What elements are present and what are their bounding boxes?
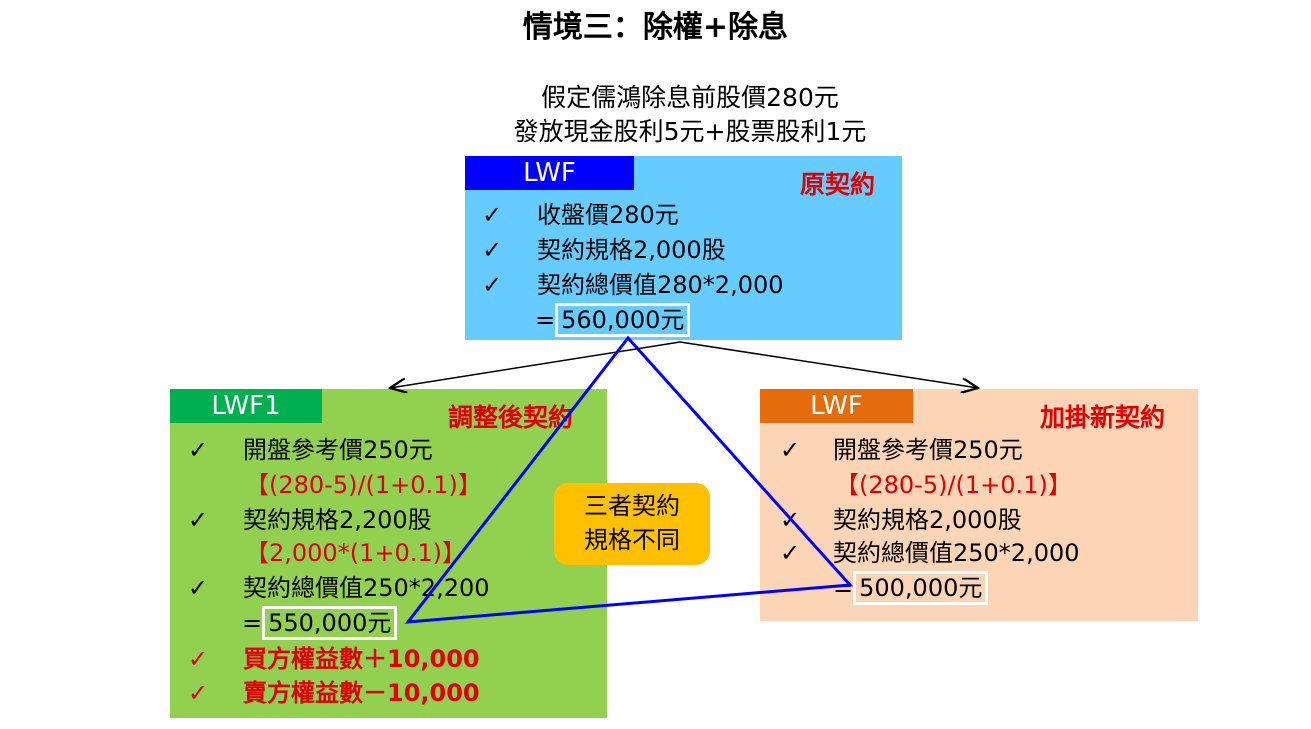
new-item: 契約規格2,000股: [833, 506, 1022, 534]
adjusted-contract-box: LWF1 調整後契約 ✓ 開盤參考價250元 【(280-5)/(1+0.1)】…: [170, 389, 607, 718]
check-icon: ✓: [482, 271, 503, 299]
buyer-equity: 買方權益數＋10,000: [243, 645, 480, 673]
check-icon: ✓: [780, 539, 801, 567]
arrow-to-adjusted: [390, 341, 681, 388]
new-tag: 加掛新契約: [1040, 403, 1166, 432]
assumption-line-1: 假定儒鴻除息前股價280元: [541, 83, 839, 112]
new-item: 契約總價值250*2,000: [833, 539, 1080, 567]
check-icon: ✓: [482, 236, 503, 264]
callout-line: 規格不同: [584, 526, 680, 554]
original-tag: 原契約: [800, 170, 876, 199]
original-item: 契約總價值280*2,000: [537, 271, 784, 299]
original-header: LWF: [465, 156, 634, 190]
original-item: 契約規格2,000股: [537, 236, 726, 264]
original-total: 560,000元: [555, 303, 691, 337]
equals: =: [535, 306, 556, 334]
new-header: LWF: [760, 389, 913, 423]
callout-line: 三者契約: [584, 492, 680, 520]
adjusted-item: 契約規格2,200股: [243, 506, 432, 534]
adjusted-item: 開盤參考價250元: [243, 436, 433, 464]
check-icon: ✓: [188, 645, 209, 673]
check-icon: ✓: [780, 506, 801, 534]
adjusted-tag: 調整後契約: [448, 403, 574, 432]
check-icon: ✓: [188, 679, 209, 707]
seller-equity: 賣方權益數－10,000: [243, 679, 480, 707]
equals: =: [242, 609, 263, 637]
new-formula: 【(280-5)/(1+0.1)】: [835, 471, 1072, 499]
adjusted-formula: 【(280-5)/(1+0.1)】: [245, 471, 482, 499]
adjusted-header: LWF1: [170, 389, 322, 423]
slide-title: 情境三：除權+除息: [522, 10, 789, 45]
adjusted-item: 契約總價值250*2,200: [243, 574, 490, 602]
arrow-to-new: [679, 341, 978, 388]
new-contract-box: LWF 加掛新契約 ✓ 開盤參考價250元 【(280-5)/(1+0.1)】 …: [760, 389, 1198, 621]
check-icon: ✓: [188, 574, 209, 602]
callout-note: 三者契約 規格不同: [554, 483, 710, 565]
check-icon: ✓: [482, 201, 503, 229]
check-icon: ✓: [188, 506, 209, 534]
new-item: 開盤參考價250元: [833, 436, 1023, 464]
assumption-line-2: 發放現金股利5元+股票股利1元: [513, 117, 867, 146]
original-contract-box: LWF 原契約 ✓ 收盤價280元 ✓ 契約規格2,000股 ✓ 契約總價值28…: [465, 156, 902, 340]
new-total: 500,000元: [853, 571, 989, 605]
adjusted-total: 550,000元: [262, 606, 398, 640]
original-item: 收盤價280元: [537, 201, 679, 229]
adjusted-formula: 【2,000*(1+0.1)】: [245, 539, 466, 567]
check-icon: ✓: [188, 436, 209, 464]
equals: =: [833, 574, 854, 602]
check-icon: ✓: [780, 436, 801, 464]
